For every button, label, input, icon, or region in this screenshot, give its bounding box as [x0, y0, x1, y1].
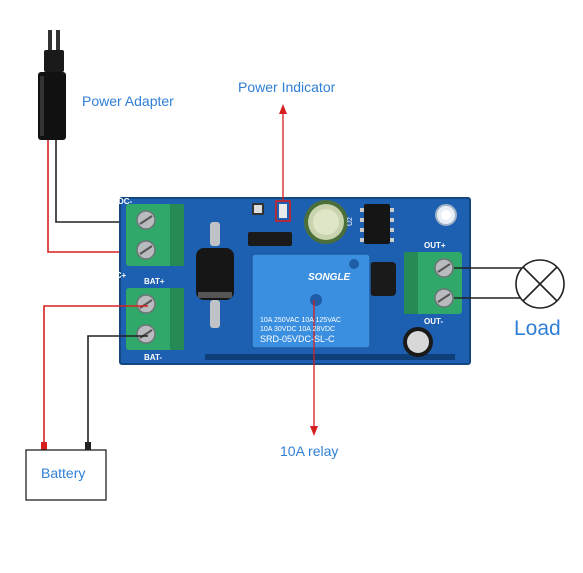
- power-indicator-led: [248, 200, 292, 246]
- dc-terminal-block: [126, 204, 184, 266]
- relay-rating-2: 10A 30VDC 10A 28VDC: [260, 326, 335, 333]
- adapter-black-wire: [55, 140, 148, 223]
- label-bat-minus: BAT-: [144, 353, 162, 362]
- label-dc-plus: DC+: [110, 271, 127, 280]
- u2-ic-chip: [360, 204, 394, 244]
- relay-rating-1: 10A 250VAC 10A 125VAC: [260, 317, 341, 324]
- battery-box: [25, 449, 107, 501]
- power-adapter-icon: [38, 30, 66, 140]
- power-indicator-pointer: [279, 104, 287, 200]
- label-dc-minus: DC-: [118, 197, 133, 206]
- relay-component: [251, 253, 371, 349]
- bat-terminal-block: [126, 288, 184, 350]
- power-indicator-label: Power Indicator: [238, 79, 336, 95]
- label-out-minus: OUT-: [424, 317, 443, 326]
- label-u2: U2: [347, 217, 354, 226]
- battery-label: Battery: [41, 465, 86, 481]
- label-bat-plus: BAT+: [144, 277, 165, 286]
- power-adapter-label: Power Adapter: [82, 93, 174, 109]
- label-out-plus: OUT+: [424, 241, 446, 250]
- relay-pointer: [310, 300, 318, 436]
- relay-model: SRD-05VDC-SL-C: [260, 334, 335, 344]
- diode-component: [196, 222, 234, 328]
- battery-red-wire: [43, 305, 148, 448]
- battery-black-wire: [87, 335, 148, 448]
- relay-label: 10A relay: [280, 443, 339, 459]
- relay-brand: SONGLE: [308, 272, 351, 283]
- load-label: Load: [514, 317, 561, 340]
- load-lamp-icon: [515, 259, 565, 309]
- adapter-red-wire: [47, 140, 148, 253]
- out-terminal-block: [404, 252, 462, 314]
- capacitor-top: [304, 200, 348, 244]
- capacitor-bottom: [403, 327, 433, 357]
- inductor-component: [370, 262, 396, 296]
